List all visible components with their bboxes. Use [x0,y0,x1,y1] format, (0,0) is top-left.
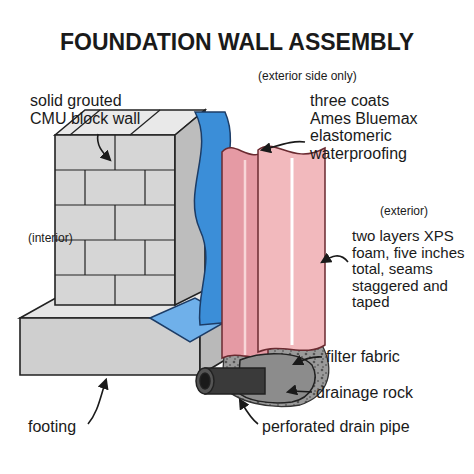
note-label: (interior) [28,232,118,245]
callout-label: drainage rock [316,384,456,402]
callout-label: solid grouted CMU block wall [30,92,155,127]
diagram-title: FOUNDATION WALL ASSEMBLY [20,30,454,55]
xps-foam [222,146,325,358]
callout-label: filter fabric [326,348,456,366]
note-label: (exterior) [380,205,470,218]
note-label: (exterior side only) [258,70,428,83]
callout-label: perforated drain pipe [262,418,467,436]
leader-arrows [88,134,348,424]
callout-label: two layers XPS foam, five inches total, … [352,228,472,311]
cmu-wall [55,110,205,305]
callout-label: three coats Ames Bluemax elastomeric wat… [310,92,422,162]
callout-label: footing [28,418,118,436]
drain-pipe [196,354,315,403]
